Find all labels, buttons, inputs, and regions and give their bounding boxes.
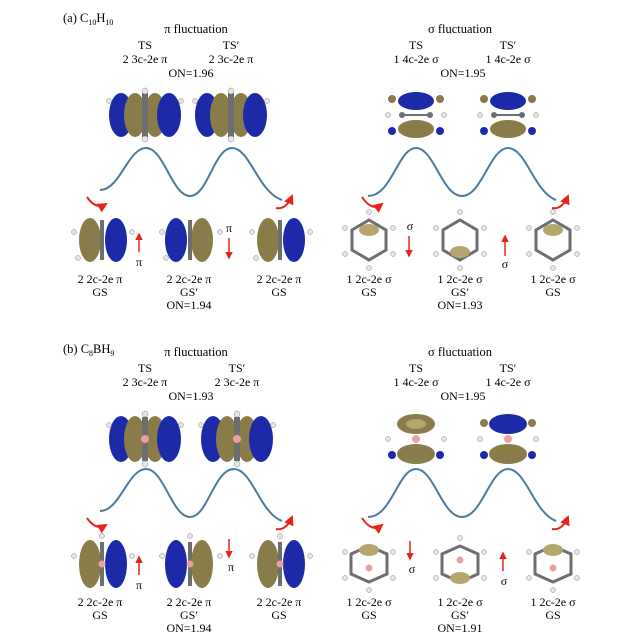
pi-gs-mid-bond: 2 2c-2e π — [167, 272, 212, 286]
panel-formula-label: (a) C10H10 — [63, 11, 113, 27]
sigma-ts-prime-bond: 1 4c-2e σ — [485, 52, 531, 66]
sigma-gs-left-bond: 1 2c-2e σ — [346, 272, 392, 286]
pi-gs-mid-occupation: ON=1.94 — [166, 298, 211, 312]
sigma-left-curved-arrow — [361, 196, 384, 213]
pi-ts-bond: 2 3c-2e π — [123, 375, 168, 389]
sigma-gs-right-label: GS — [545, 608, 560, 622]
pi-gs-left-molecule — [71, 218, 135, 262]
pi-ts-label: TS — [138, 38, 152, 52]
sigma-gs-left-molecule — [342, 209, 396, 271]
pi-gs-mid-occupation: ON=1.94 — [166, 621, 211, 635]
pi-gs-mid-bond: 2 2c-2e π — [167, 595, 212, 609]
sigma-ts-molecule — [385, 414, 447, 464]
sigma-fluctuation-title: σ fluctuation — [428, 345, 493, 359]
sigma-gs-mid-label: GS′ — [451, 608, 469, 622]
pi-ts-prime-bond: 2 3c-2e π — [215, 375, 260, 389]
sigma-gs-mid-bond: 1 2c-2e σ — [437, 272, 483, 286]
pi-gs-left-bond: 2 2c-2e π — [78, 595, 123, 609]
pi-ts-occupation: ON=1.96 — [168, 66, 213, 80]
pi-down-arrow-symbol: π — [228, 560, 234, 574]
pi-gs-right-label: GS — [271, 285, 286, 299]
sigma-fluctuation-title: σ fluctuation — [428, 22, 493, 36]
sigma-gs-right-molecule — [526, 209, 580, 271]
sigma-gs-mid-occupation: ON=1.93 — [437, 298, 482, 312]
sigma-down-arrow-symbol: σ — [407, 219, 414, 233]
pi-energy-wave — [99, 467, 283, 522]
panel-b: (b) C8BH9 π fluctuation TS TS′ 2 3c-2e π… — [63, 342, 580, 635]
pi-ts-prime-label: TS′ — [223, 38, 240, 52]
sigma-right-curved-arrow — [551, 194, 570, 210]
sigma-right-curved-arrow — [551, 515, 570, 531]
pi-gs-left-label: GS — [92, 608, 107, 622]
sigma-energy-wave — [367, 146, 557, 201]
sigma-ts-prime-molecule — [477, 92, 539, 138]
pi-up-arrow-symbol: π — [136, 578, 142, 592]
pi-left-curved-arrow — [86, 517, 108, 534]
pi-ts-occupation: ON=1.93 — [168, 389, 213, 403]
pi-gs-right-molecule — [249, 218, 313, 262]
pi-gs-left-bond: 2 2c-2e π — [78, 272, 123, 286]
sigma-gs-right-molecule — [526, 544, 580, 593]
sigma-gs-left-bond: 1 2c-2e σ — [346, 595, 392, 609]
sigma-gs-mid-label: GS′ — [451, 285, 469, 299]
sigma-ts-prime-bond: 1 4c-2e σ — [485, 375, 531, 389]
pi-down-arrow-symbol: π — [226, 221, 232, 235]
sigma-gs-mid-occupation: ON=1.91 — [437, 621, 482, 635]
sigma-ts-molecule — [385, 92, 447, 138]
sigma-gs-mid-bond: 1 2c-2e σ — [437, 595, 483, 609]
sigma-gs-left-molecule — [342, 544, 396, 593]
panel-formula-label: (b) C8BH9 — [63, 342, 114, 358]
sigma-ts-prime-label: TS′ — [500, 38, 517, 52]
pi-gs-right-bond: 2 2c-2e π — [257, 272, 302, 286]
sigma-up-arrow-symbol: σ — [502, 257, 509, 271]
pi-ts-molecule — [106, 410, 184, 468]
pi-gs-mid-molecule — [159, 533, 223, 588]
pi-ts-prime-label: TS′ — [229, 361, 246, 375]
pi-fluctuation-title: π fluctuation — [164, 345, 228, 359]
sigma-gs-right-label: GS — [545, 285, 560, 299]
pi-gs-right-label: GS — [271, 608, 286, 622]
pi-ts-prime-molecule — [192, 87, 270, 143]
sigma-gs-right-bond: 1 2c-2e σ — [530, 272, 576, 286]
sigma-gs-right-bond: 1 2c-2e σ — [530, 595, 576, 609]
pi-right-curved-arrow — [275, 194, 294, 210]
sigma-up-arrow-symbol: σ — [501, 574, 508, 588]
sigma-ts-occupation: ON=1.95 — [440, 389, 485, 403]
sigma-ts-label: TS — [409, 361, 423, 375]
sigma-left-curved-arrow — [361, 517, 384, 534]
pi-gs-left-molecule — [71, 533, 135, 588]
sigma-down-arrow-symbol: σ — [409, 562, 416, 576]
pi-ts-prime-molecule — [198, 410, 276, 468]
pi-gs-mid-label: GS′ — [180, 285, 198, 299]
pi-left-curved-arrow — [86, 196, 108, 213]
sigma-ts-bond: 1 4c-2e σ — [393, 52, 439, 66]
pi-gs-mid-molecule — [159, 218, 223, 262]
sigma-gs-mid-molecule — [433, 535, 487, 584]
sigma-gs-left-label: GS — [361, 285, 376, 299]
pi-gs-left-label: GS — [92, 285, 107, 299]
sigma-ts-prime-label: TS′ — [500, 361, 517, 375]
sigma-gs-mid-molecule — [433, 209, 487, 271]
pi-fluctuation-title: π fluctuation — [164, 22, 228, 36]
sigma-ts-bond: 1 4c-2e σ — [393, 375, 439, 389]
sigma-gs-left-label: GS — [361, 608, 376, 622]
pi-ts-label: TS — [138, 361, 152, 375]
panel-a: (a) C10H10 π fluctuation TS TS′ 2 3c-2e … — [63, 11, 580, 312]
pi-gs-right-molecule — [249, 533, 313, 588]
pi-ts-molecule — [106, 87, 184, 143]
sigma-ts-label: TS — [409, 38, 423, 52]
pi-ts-prime-bond: 2 3c-2e π — [209, 52, 254, 66]
pi-gs-right-bond: 2 2c-2e π — [257, 595, 302, 609]
sigma-ts-occupation: ON=1.95 — [440, 66, 485, 80]
pi-right-curved-arrow — [275, 515, 294, 531]
pi-ts-bond: 2 3c-2e π — [123, 52, 168, 66]
pi-gs-mid-label: GS′ — [180, 608, 198, 622]
sigma-ts-prime-molecule — [477, 414, 539, 464]
pi-energy-wave — [99, 146, 283, 201]
sigma-energy-wave — [367, 467, 557, 522]
pi-up-arrow-symbol: π — [136, 255, 142, 269]
